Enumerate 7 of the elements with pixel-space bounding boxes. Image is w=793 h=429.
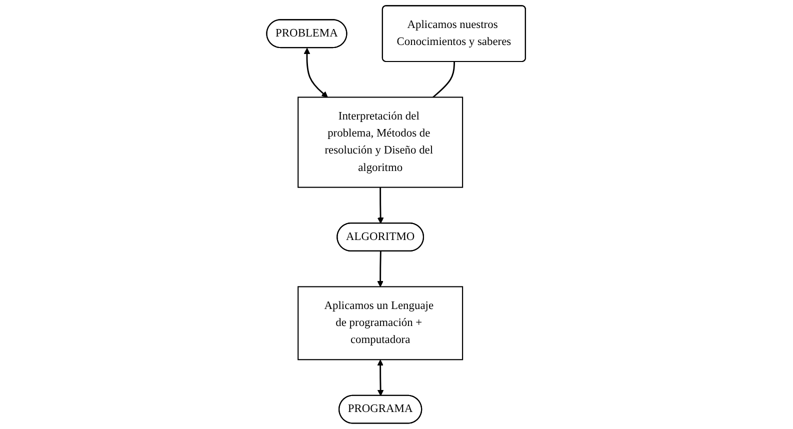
node-box: Aplicamos un Lenguaje de programación + computadora [298, 286, 464, 360]
arrow [378, 187, 384, 224]
connector [432, 62, 456, 98]
arrow [378, 251, 384, 287]
node-box: Interpretación del problema, Métodos de resolución y Diseño del algoritmo [298, 96, 464, 188]
arrow [378, 360, 384, 396]
arrow [304, 48, 328, 98]
